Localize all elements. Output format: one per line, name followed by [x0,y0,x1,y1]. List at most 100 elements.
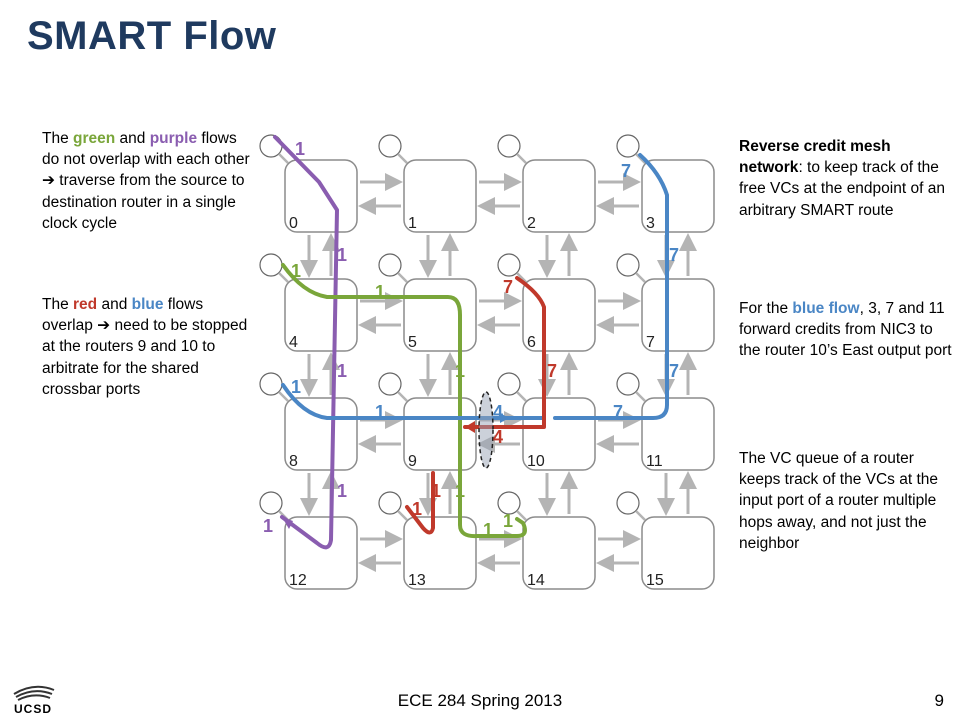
nic-circle [259,491,283,515]
nic-link [635,391,646,402]
router-label: 6 [527,334,536,351]
arrow-icon: ➔ [97,317,111,335]
router-box [641,278,715,352]
flow-hop-label: 1 [291,377,301,397]
flow-hop-label: 1 [375,282,385,302]
slide-title: SMART Flow [27,14,277,58]
nic-circle [259,253,283,277]
router-label: 13 [408,572,426,589]
flow-hop-label: 1 [295,139,305,159]
flow-hop-label: 7 [547,361,557,381]
nic-link [397,153,408,164]
arbitration-ellipse [478,391,494,469]
flow-hop-label: 1 [483,520,493,540]
router-label: 10 [527,453,545,470]
flow-hop-label: 1 [455,361,465,381]
flow-hop-label: 1 [291,261,301,281]
flow-hop-label: 1 [412,499,422,519]
blue-arrowhead [500,413,509,423]
flow-hop-label: 1 [375,402,385,422]
router-label: 14 [527,572,545,589]
router-box [522,278,596,352]
flow-hop-label: 7 [621,161,631,181]
router-label: 5 [408,334,417,351]
router-label: 11 [646,453,663,470]
flow-hop-label: 4 [493,427,503,447]
router-label: 12 [289,572,307,589]
router-label: 2 [527,215,536,232]
flow-hop-label: 1 [263,516,273,536]
red-word: red [73,296,98,313]
router-label: 15 [646,572,664,589]
flow-hop-label: 4 [493,402,503,422]
flow-hop-label: 7 [613,402,623,422]
purple-arrowhead [282,517,293,529]
right-paragraph-2: For the blue flow, 3, 7 and 11 forward c… [739,300,952,360]
router-label: 1 [408,215,417,232]
router-label: 3 [646,215,655,232]
router-box [522,516,596,590]
ucsd-logo-icon [13,685,55,701]
nic-circle [616,253,640,277]
router-label: 7 [646,334,655,351]
nic-link [635,510,646,521]
purple-flow [273,135,339,550]
right-paragraph-1: Reverse credit mesh network: to keep tra… [739,138,945,219]
blue-flow-1 [281,383,502,420]
nic-circle [497,491,521,515]
router-box [403,159,477,233]
page-number: 9 [934,691,944,710]
nic-circle [616,491,640,515]
left-paragraph-2: The red and blue flows overlap ➔ need to… [42,296,248,398]
red-flow-1 [463,276,546,429]
flow-hop-label: 7 [503,277,513,297]
nic-link [516,391,527,402]
router-label: 9 [408,453,417,470]
nic-circle [497,372,521,396]
blue-flow-word: blue flow [792,300,860,317]
purple-word: purple [149,130,198,147]
flow-hop-label: 1 [337,245,347,265]
nic-link [516,510,527,521]
blue-flow-2 [503,153,669,420]
router-label: 8 [289,453,298,470]
nic-circle [259,372,283,396]
flow-hop-label: 1 [455,481,465,501]
nic-circle [378,372,402,396]
green-word: green [73,130,116,147]
nic-circle [378,134,402,158]
left-paragraph-1: The green and purple flows do not overla… [42,130,250,232]
nic-link [516,153,527,164]
flow-hop-label: 7 [669,245,679,265]
arrow-icon: ➔ [42,172,55,190]
right-paragraph-3: The VC queue of a router keeps track of … [739,450,939,552]
nic-circle [616,134,640,158]
flow-hop-label: 1 [337,361,347,381]
logo-text: UCSD [14,702,53,716]
red-arrowhead [465,421,475,433]
nic-link [635,153,646,164]
nic-link [635,272,646,283]
router-box [284,159,358,233]
nic-link [278,391,289,402]
nic-circle [497,134,521,158]
red-flow-2 [405,471,435,535]
nic-circle [378,253,402,277]
router-box [641,516,715,590]
flow-hop-label: 1 [337,481,347,501]
router-label: 0 [289,215,298,232]
footer-text: ECE 284 Spring 2013 [397,691,563,710]
router-label: 4 [289,334,298,351]
router-box [403,516,477,590]
nic-link [278,272,289,283]
nic-link [397,272,408,283]
nic-circle [378,491,402,515]
flow-hop-label: 1 [503,511,513,531]
nic-circle [497,253,521,277]
flow-hop-label: 7 [669,361,679,381]
nic-circle [616,372,640,396]
blue-word: blue [131,296,164,313]
nic-link [516,272,527,283]
green-flow [281,263,527,539]
nic-link [278,153,289,164]
